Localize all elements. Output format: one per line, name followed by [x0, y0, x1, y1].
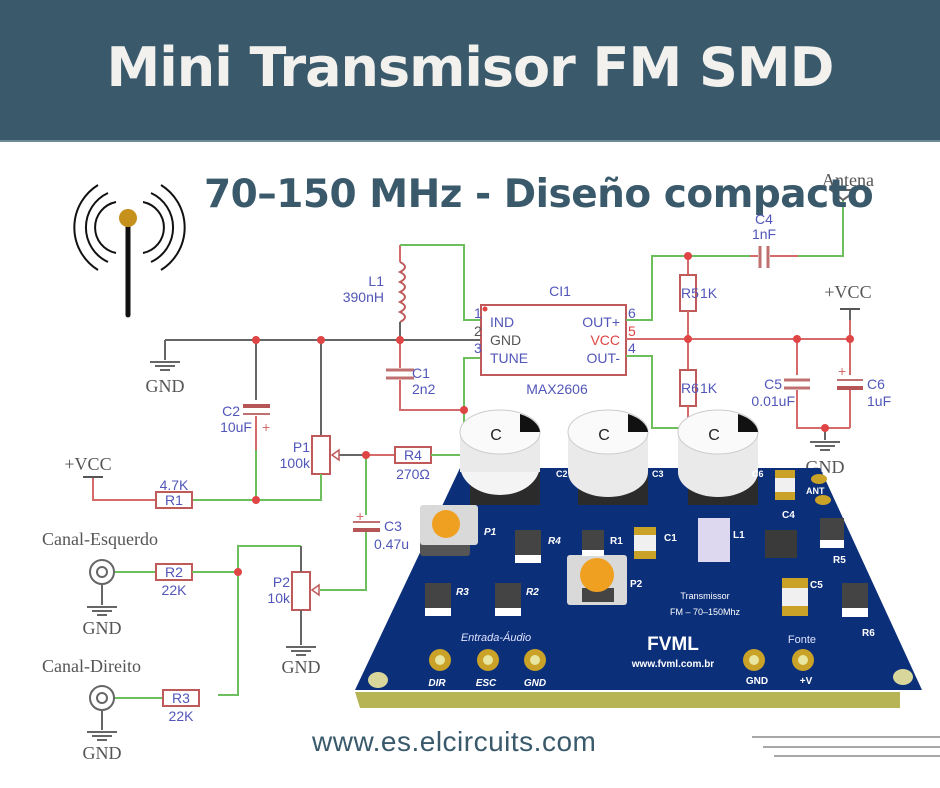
silk-p2: P2 [630, 579, 643, 590]
r5-value: 1K [700, 285, 718, 301]
silk-site: www.fvml.com.br [631, 659, 715, 670]
pad-vplus: +V [800, 676, 813, 687]
silk-c1: C1 [664, 533, 677, 544]
r3-value: 22K [169, 708, 195, 724]
c3-plus: + [356, 508, 364, 524]
silk-title2: FM – 70–150Mhz [670, 607, 741, 617]
r1-value: 4.7K [160, 477, 189, 493]
pad-gnd-power: GND [746, 676, 768, 687]
ic-ref: CI1 [549, 283, 571, 299]
pad-gnd-audio: GND [524, 678, 546, 689]
silk-r6: R6 [862, 628, 875, 639]
ic-pin6-num: 6 [628, 305, 636, 321]
subtitle: 70–150 MHz - Diseño compacto [204, 172, 874, 217]
c2-value: 10uF [220, 419, 252, 435]
header-banner: Mini Transmisor FM SMD [0, 0, 940, 142]
left-channel-label: Canal-Esquerdo [42, 529, 158, 549]
silk-c5: C5 [810, 580, 823, 591]
ic-pin5-name: VCC [590, 332, 620, 348]
gnd-label-right: GND [83, 743, 122, 760]
pad-dir: DIR [428, 678, 446, 689]
silk-c2: C2 [556, 469, 568, 479]
ic-part: MAX2606 [526, 381, 588, 397]
pad-esc: ESC [476, 678, 497, 689]
silk-r2: R2 [526, 587, 539, 598]
c2-ref: C2 [222, 403, 240, 419]
silk-l1: L1 [733, 530, 745, 541]
silk-ant: ANT [806, 486, 825, 496]
antenna-label: Antena [822, 170, 874, 190]
vcc-label-right: +VCC [824, 282, 871, 302]
gnd-label-p2: GND [282, 657, 321, 677]
silk-title1: Transmissor [680, 591, 729, 601]
gnd-label: GND [146, 376, 185, 396]
footer-url[interactable]: www.es.elcircuits.com [312, 726, 597, 757]
c6-plus: + [838, 363, 846, 379]
c4-value: 1nF [752, 226, 776, 242]
r6-value: 1K [700, 380, 718, 396]
ic-pin1-num: 1 [474, 305, 482, 321]
silk-r4: R4 [548, 536, 561, 547]
c1-ref: C1 [412, 365, 430, 381]
ic-pin4-num: 4 [628, 340, 636, 356]
ic-pin2-num: 2 [474, 323, 482, 339]
c1-value: 2n2 [412, 381, 436, 397]
schematic: L1 390nH C1 2n2 C2 10uF + P1 100k 4.7K R… [42, 170, 891, 760]
silk-c6: C6 [752, 469, 764, 479]
c5-value: 0.01uF [751, 393, 795, 409]
p2-value: 10k [267, 590, 291, 606]
ic-pin4-name: OUT- [587, 350, 621, 366]
silk-r1: R1 [610, 536, 623, 547]
silk-p1: P1 [484, 527, 497, 538]
p2-ref: P2 [273, 574, 290, 590]
r4-ref: R4 [404, 447, 422, 463]
c2-plus: + [262, 419, 270, 435]
l1-ref: L1 [368, 273, 384, 289]
ic-pin3-name: TUNE [490, 350, 528, 366]
r1-ref: R1 [165, 492, 183, 508]
page-title: Mini Transmisor FM SMD [106, 36, 835, 99]
vcc-label-left: +VCC [64, 454, 111, 474]
silk-power: Fonte [788, 634, 816, 646]
c6-value: 1uF [867, 393, 891, 409]
c3-ref: C3 [384, 518, 402, 534]
ic-pin2-name: GND [490, 332, 521, 348]
silk-audio-in: Entrada-Áudio [461, 631, 531, 644]
r5-ref: R5 [681, 285, 699, 301]
cap-marking: C [598, 427, 610, 444]
ic-pin3-num: 3 [474, 340, 482, 356]
c6-ref: C6 [867, 376, 885, 392]
c3-value: 0.47u [374, 536, 409, 552]
silk-r5: R5 [833, 555, 846, 566]
r4-value: 270Ω [396, 466, 430, 482]
antenna-signal-icon [73, 184, 186, 318]
silk-c3: C3 [652, 469, 664, 479]
r6-ref: R6 [681, 380, 699, 396]
cap-marking: C [490, 427, 502, 444]
silk-brand: FVML [647, 634, 699, 655]
silk-c4: C4 [782, 510, 795, 521]
c4-ref: C4 [755, 211, 773, 227]
decorative-lines [752, 736, 940, 757]
right-channel-label: Canal-Direito [42, 656, 141, 676]
ic-pin5-num: 5 [628, 323, 636, 339]
ic-pin6-name: OUT+ [582, 314, 620, 330]
gnd-label-left: GND [83, 618, 122, 638]
c5-ref: C5 [764, 376, 782, 392]
p1-ref: P1 [293, 439, 310, 455]
cap-marking: C [708, 427, 720, 444]
r3-ref: R3 [172, 690, 190, 706]
p1-value: 100k [280, 455, 311, 471]
silk-r3: R3 [456, 587, 469, 598]
r2-value: 22K [162, 582, 188, 598]
ic-pin1-name: IND [490, 314, 514, 330]
r2-ref: R2 [165, 564, 183, 580]
l1-value: 390nH [343, 289, 384, 305]
